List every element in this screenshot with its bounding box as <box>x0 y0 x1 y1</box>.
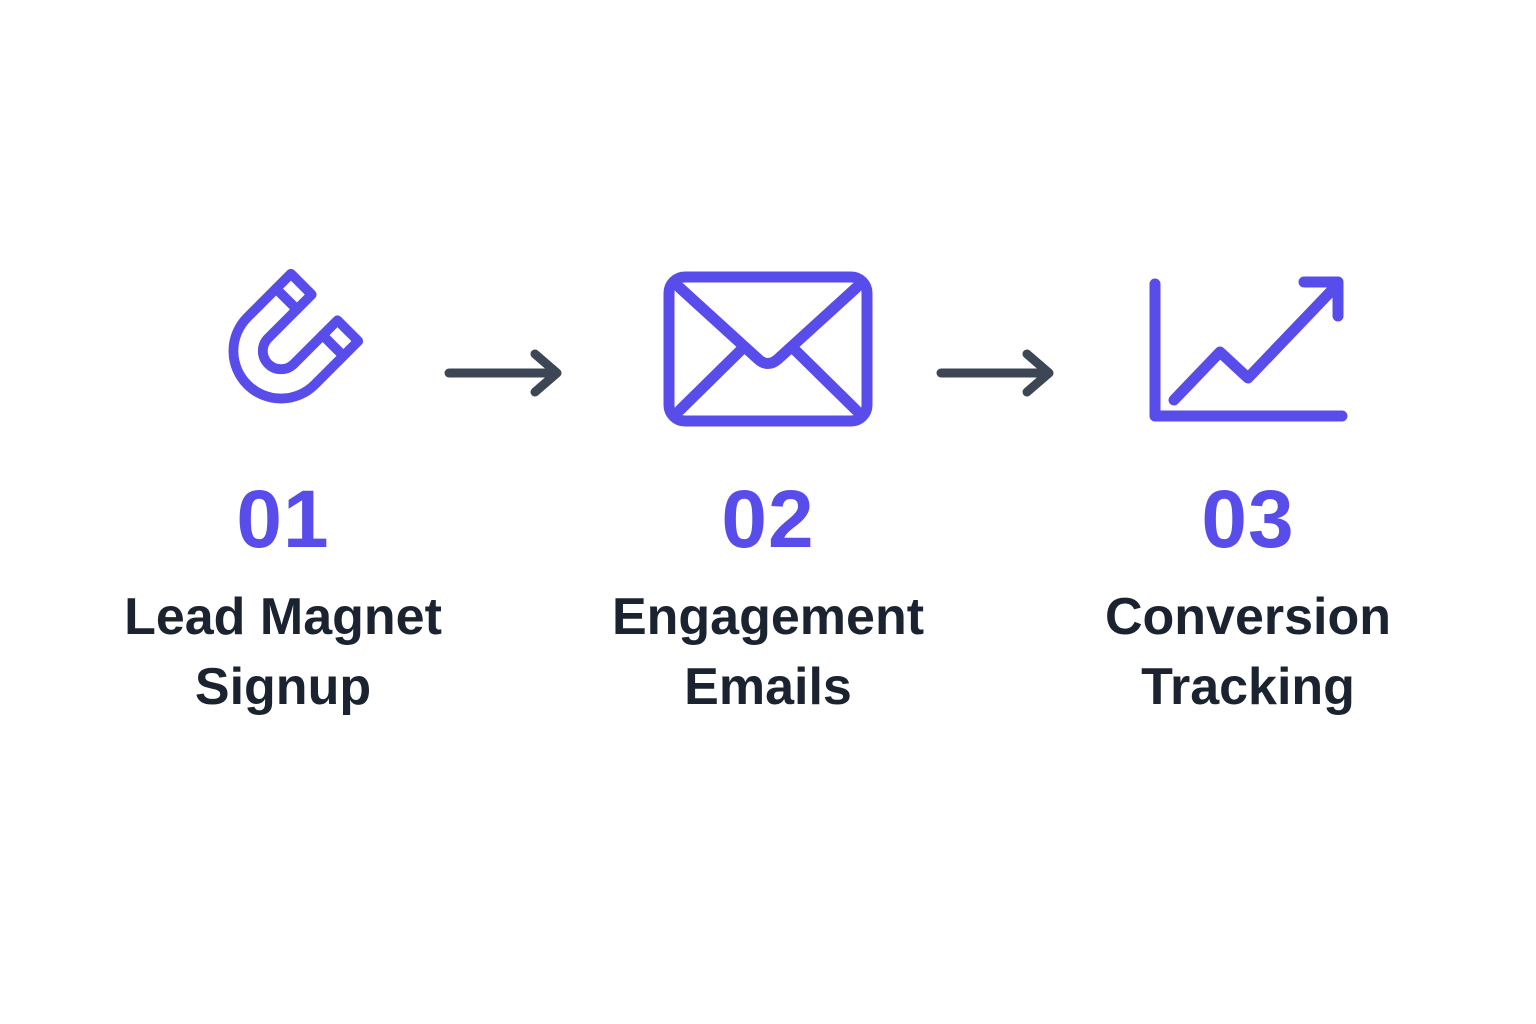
step-label: Engagement Emails <box>558 582 978 722</box>
step-label-line: Lead Magnet <box>124 588 442 646</box>
envelope-icon <box>558 265 978 433</box>
step-number: 01 <box>236 474 330 565</box>
magnet-icon <box>73 265 493 433</box>
step-label-line: Engagement <box>611 588 925 646</box>
step-lead-magnet-signup: 01 Lead Magnet Signup <box>73 265 493 722</box>
step-number: 03 <box>1201 474 1295 565</box>
arrow-right-icon <box>935 343 1059 403</box>
step-label: Lead Magnet Signup <box>73 582 493 722</box>
step-label: Conversion Tracking <box>1038 582 1458 722</box>
arrow-right-icon <box>443 343 567 403</box>
step-engagement-emails: 02 Engagement Emails <box>558 265 978 722</box>
step-number: 02 <box>721 474 815 565</box>
step-label-line: Emails <box>684 658 852 716</box>
chart-line-up-icon <box>1038 265 1458 433</box>
step-label-line: Tracking <box>1141 658 1355 716</box>
step-conversion-tracking: 03 Conversion Tracking <box>1038 265 1458 722</box>
step-label-line: Signup <box>194 658 372 716</box>
step-label-line: Conversion <box>1104 588 1392 646</box>
